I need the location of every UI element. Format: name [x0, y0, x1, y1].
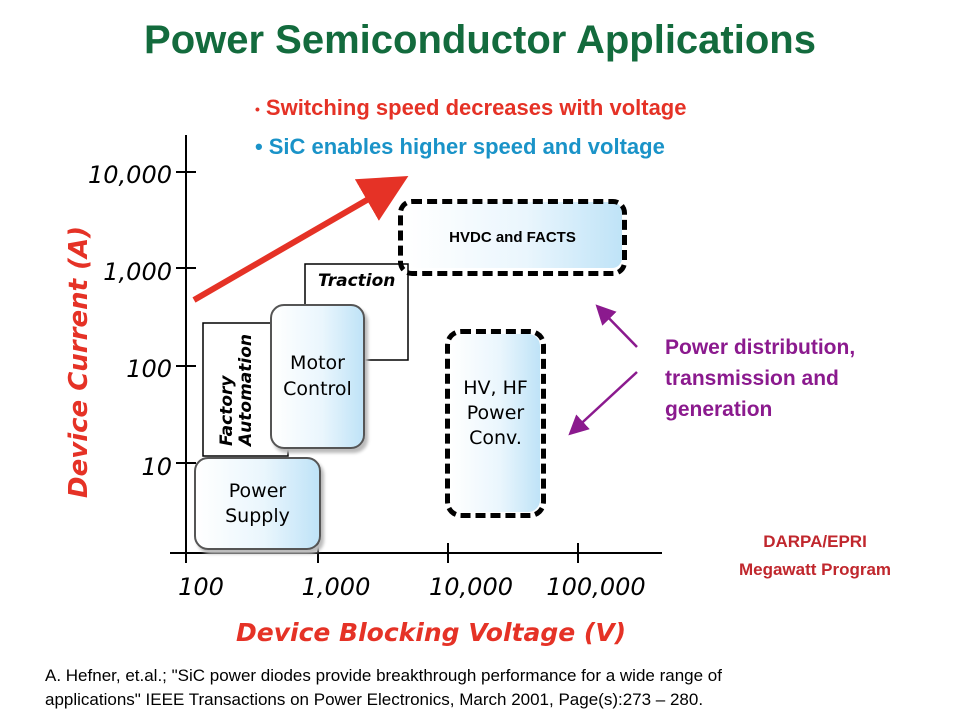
bullet-sic-enables: •SiC enables higher speed and voltage [255, 134, 665, 160]
bullet-text: Switching speed decreases with voltage [265, 95, 687, 120]
x-axis-title: Device Blocking Voltage (V) [236, 618, 627, 647]
hv-hf-dashed-border [445, 329, 546, 518]
hv-hf-line: Conv. [469, 427, 522, 449]
trend-arrow-icon [192, 175, 409, 303]
program-line: Megawatt Program [738, 560, 892, 579]
hvdc-label: HVDC and FACTS [449, 229, 576, 246]
citation-line: A. Hefner, et.al.; "SiC power diodes pro… [45, 666, 722, 685]
bullet-text: SiC enables higher speed and voltage [268, 134, 665, 159]
x-tick-label: 1,000 [301, 573, 371, 601]
traction-label: Traction [318, 271, 396, 291]
motor-control-region [270, 304, 365, 449]
hv-hf-fill [451, 334, 540, 512]
citation: A. Hefner, et.al.; "SiC power diodes pro… [45, 664, 722, 712]
page-title: Power Semiconductor Applications [144, 18, 816, 62]
bullet-dot: • [255, 134, 263, 159]
motor-control-line: Control [283, 378, 352, 400]
x-tick-label: 100 [178, 573, 224, 601]
factory-automation-line: Factory [217, 375, 237, 446]
power-supply-region [194, 457, 321, 550]
power-supply-line: Power [228, 480, 287, 502]
bullet-dot: • [255, 101, 260, 118]
factory-automation-label: Factory Automation [217, 334, 256, 446]
hvdc-fill [408, 202, 622, 268]
y-tick-label: 1,000 [103, 258, 172, 286]
y-axis-title: Device Current (A) [64, 226, 94, 498]
bullet-switching-speed: • Switching speed decreases with voltage [255, 95, 686, 121]
annotation-line: transmission and [665, 367, 839, 390]
factory-automation-line: Automation [236, 334, 256, 446]
hv-hf-line: HV, HF [463, 377, 528, 399]
x-tick-label: 10,000 [429, 573, 513, 601]
program-line: DARPA/EPRI [763, 532, 867, 551]
y-tick-label: 100 [126, 355, 172, 383]
power-supply-label: Power Supply [194, 479, 321, 529]
hv-hf-line: Power [466, 402, 525, 424]
motor-control-line: Motor [290, 352, 345, 374]
x-tick-label: 100,000 [546, 573, 646, 601]
motor-control-label: Motor Control [270, 350, 365, 402]
y-tick-label: 10 [141, 453, 172, 481]
annotation-arrow-up-icon [595, 304, 638, 348]
power-supply-line: Supply [225, 505, 290, 527]
hv-hf-power-conv-region: HV, HF Power Conv. [445, 329, 546, 518]
annotation-arrow-down-icon [568, 371, 638, 436]
hvdc-dashed-border [398, 199, 627, 276]
darpa-program-label: DARPA/EPRI Megawatt Program [700, 528, 930, 584]
citation-line: applications" IEEE Transactions on Power… [45, 690, 704, 709]
annotation-line: Power distribution, [665, 336, 856, 359]
y-tick-label: 10,000 [88, 161, 172, 189]
hvdc-facts-region: HVDC and FACTS [398, 199, 627, 276]
power-distribution-annotation: Power distribution, transmission and gen… [665, 332, 855, 425]
hv-hf-label: HV, HF Power Conv. [445, 376, 546, 451]
annotation-line: generation [665, 398, 773, 421]
